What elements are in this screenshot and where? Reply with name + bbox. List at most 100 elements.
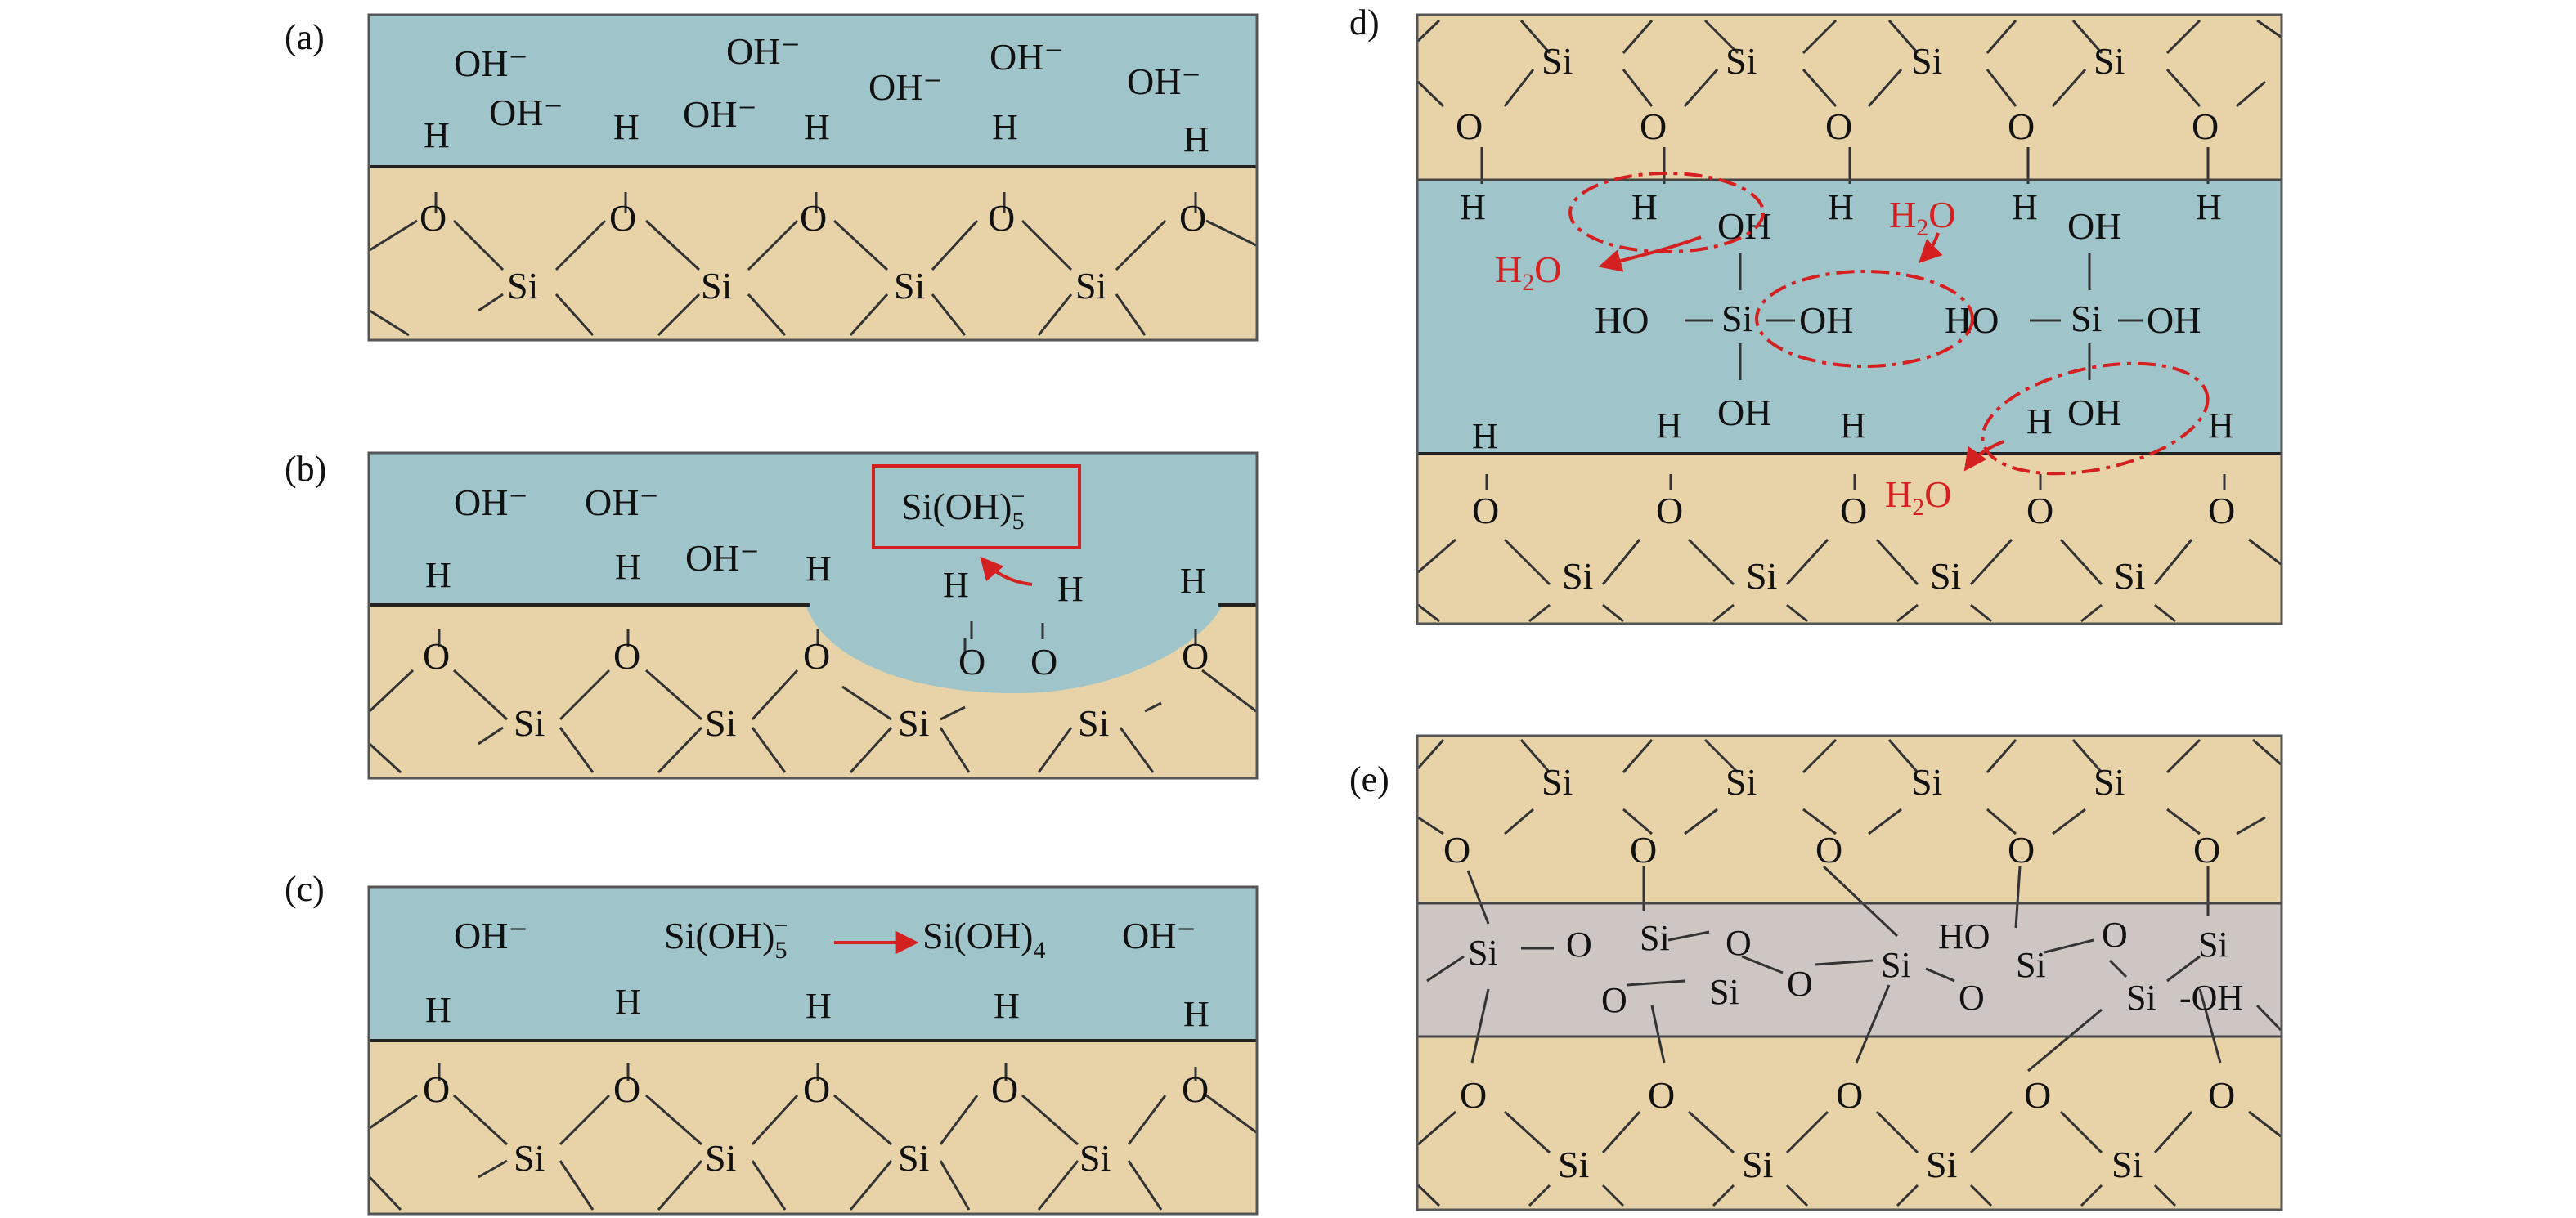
silicon-atom: Si [898,702,929,744]
bonded-atom: Si [1640,918,1670,958]
oxygen-atom: O [1460,1074,1487,1116]
silicate-ion-base: Si(OH) [664,915,774,956]
oxygen-atom: O [1182,1068,1209,1110]
lattice-bonds-d [1416,19,2282,623]
oxygen-atom: O [1840,490,1867,531]
bonded-atom: O [1566,925,1592,965]
silanol-si: Si [2071,298,2102,339]
oxygen-atom: O [803,635,830,677]
silicon-atom: Si [705,1137,736,1179]
oxygen-atom: O [2208,1074,2235,1116]
hydroxide-ion: OH⁻ [868,66,943,108]
panel-label-c: (c) [285,869,325,909]
hydrogen-atom: H [2012,187,2038,227]
lattice-bonds-a [369,192,1257,337]
panel-label-d: d) [1349,2,1380,43]
hydrogen-atom: H [1631,187,1658,227]
silanol-bonds-d [1685,253,2143,380]
panel-b: (b) OH⁻ OH⁻ OH⁻ Si(OH)5− H H H H H H O O… [285,449,1259,780]
hydroxide-ion: OH⁻ [454,915,528,956]
hydrogen-atom: H [806,549,832,589]
water-base: H [1889,194,1916,235]
bonded-atom: Si [2016,945,2046,985]
oxygen-atom: O [420,197,447,239]
silicon-atom: Si [701,265,732,307]
product-highlight-box [872,464,1081,549]
oxygen-atom: O [2026,490,2053,531]
silicon-atom: Si [894,265,925,307]
water-tail: O [1534,249,1561,290]
oxygen-atom: O [1640,105,1667,147]
lower-substrate-e [1417,1037,2282,1210]
silicon-atom: Si [705,702,736,744]
hydrogen-atom: H [1840,405,1866,446]
oxygen-atom: O [1182,635,1209,677]
oxygen-atom: O [1836,1074,1863,1116]
silicon-atom: Si [1726,761,1757,803]
oxygen-atom: O [1472,490,1499,531]
oxygen-atom: O [2008,829,2035,871]
hydroxide-ion: OH⁻ [683,93,757,135]
etch-pit-b [806,605,1223,694]
bonded-atom: O [1787,964,1813,1004]
water-base: H [1495,249,1522,290]
silanol-oh: OH [2147,299,2201,341]
silicon-atom: Si [1562,555,1593,597]
silicate-ion-sub: 5 [1012,508,1024,535]
oxygen-atom: O [1030,641,1057,683]
silicon-atom: Si [1558,1144,1589,1185]
panel-frame-a [367,13,1259,342]
oxygen-atom: O [609,197,636,239]
water-tail: O [1924,473,1951,515]
condensation-ellipse-2 [1755,270,1974,368]
bonded-atom: Si [1709,972,1739,1012]
hydrogen-atom: H [1472,416,1498,456]
panel-label-e: (e) [1349,759,1389,799]
hydroxide-ion: OH⁻ [454,481,528,523]
oxygen-atom: O [2008,105,2035,147]
panel-frame-c [367,885,1259,1216]
hydrogen-atom: H [1057,569,1084,609]
water-tail: O [1928,194,1955,235]
silicate-ion-label: Si(OH)5− [901,483,1025,535]
solution-layer-b [369,453,1257,605]
hydrogen-atom: H [994,986,1020,1026]
bonded-atom: O [1959,978,1985,1018]
silicon-atom: Si [898,1137,929,1179]
hydrogen-atom: H [613,107,640,147]
silicon-atom: Si [514,1137,545,1179]
hydroxide-ion: OH⁻ [726,30,801,72]
bonded-atom: -OH [2179,978,2243,1018]
oxygen-atom: O [1648,1074,1675,1116]
hydrogen-atom: H [1460,187,1486,227]
oxygen-atom: O [800,197,827,239]
silicic-acid-base: Si(OH) [922,915,1033,956]
lower-substrate-d [1417,454,2282,624]
hydrogen-atom: H [804,107,830,147]
water-arrow-3 [1963,440,2004,472]
silicon-atom: Si [1075,265,1106,307]
solution-layer-d [1417,180,2282,454]
bonded-atom: Si [1468,933,1498,973]
hydrogen-atom: H [1183,119,1209,159]
oxygen-atom: O [1443,829,1470,871]
oxygen-atom: O [1456,105,1483,147]
silicon-atom: Si [1746,555,1777,597]
silicon-atom: Si [1079,1137,1111,1179]
hydrogen-atom: H [806,986,832,1026]
lattice-bonds-e [1416,738,2282,1207]
panel-frame-b [367,451,1259,780]
hydrogen-atom: H [425,990,451,1030]
hydroxide-ion: OH⁻ [1127,60,1201,102]
oxygen-atom: O [991,1068,1018,1110]
hydrogen-atom: H [943,565,969,605]
oxygen-atom: O [423,635,450,677]
silicon-atom: Si [1930,555,1961,597]
silicon-atom: Si [1911,761,1942,803]
water-label: H2O [1885,473,1951,521]
silicon-atom: Si [2112,1144,2143,1185]
release-arrow-b [980,556,1033,586]
silicon-atom: Si [1742,1144,1773,1185]
bonded-atom: HO [1938,916,1990,956]
